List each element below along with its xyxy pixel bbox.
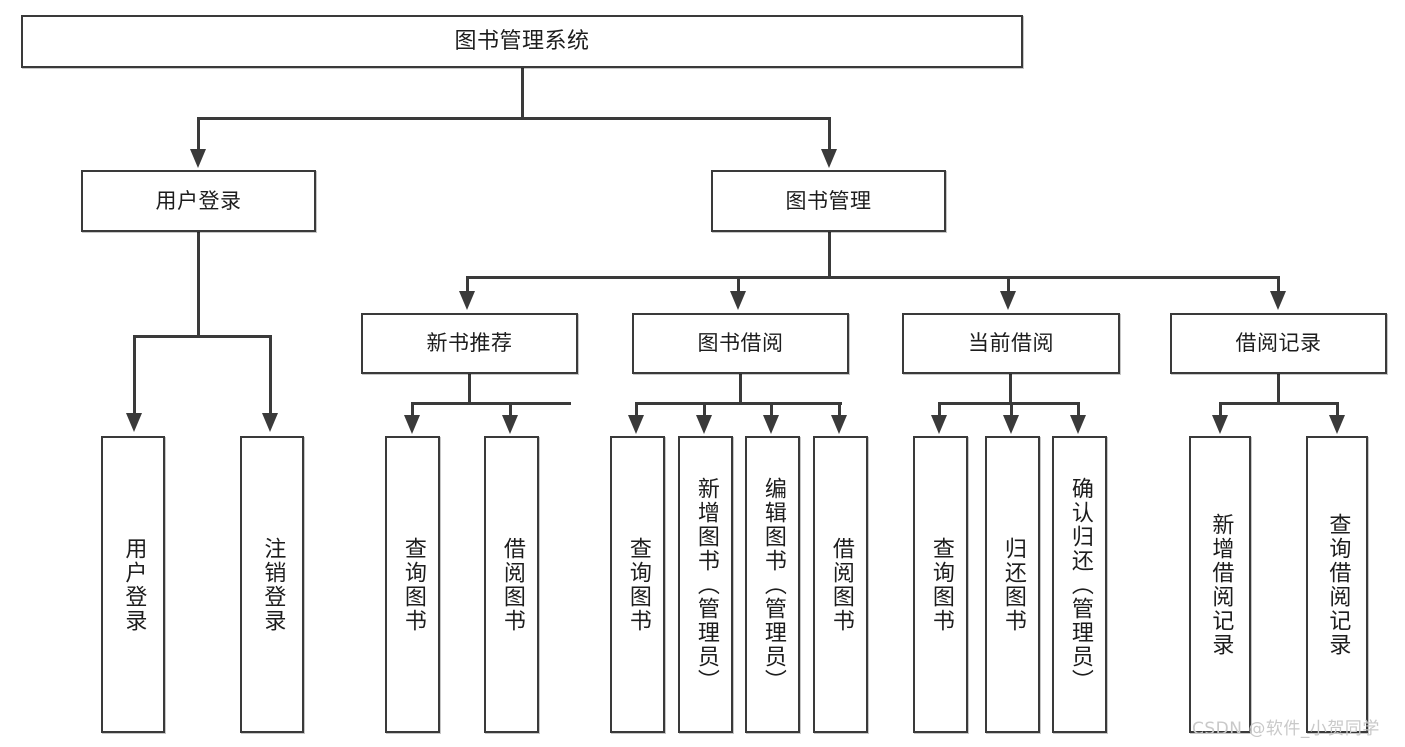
node-borrow-record[interactable]: 借阅记录 [1170,313,1387,374]
connector-book-borrow-stem [739,374,742,404]
arrow-current-borrow-child-3 [1070,415,1086,434]
connector-borrow-record-stem [1277,374,1280,404]
connector-book-manage-bar [466,276,1280,279]
node-book-manage[interactable]: 图书管理 [711,170,946,232]
connector-user-login-child-1 [133,335,136,415]
connector-root-stem [521,68,524,117]
arrow-book-borrow-child-1 [628,415,644,434]
connector-book-manage-stem [828,232,831,278]
node-label: 确认归还（管理员） [1067,476,1093,693]
arrow-borrow-record-child-2 [1329,415,1345,434]
node-label: 归还图书 [1000,536,1026,633]
node-label: 编辑图书（管理员） [760,476,786,693]
arrow-new-book-child-2 [502,415,518,434]
connector-book-manage-child-4 [1277,276,1280,293]
arrow-book-manage-child-4 [1270,291,1286,310]
connector-current-borrow-child-1 [938,402,941,417]
connector-root-to-user-login [197,117,200,151]
node-user-login[interactable]: 用户登录 [81,170,316,232]
arrow-book-borrow-child-3 [763,415,779,434]
arrow-new-book-child-1 [404,415,420,434]
connector-book-borrow-child-2 [703,402,706,417]
connector-book-borrow-bar [635,402,842,405]
arrow-user-login-child-2 [262,413,278,432]
node-label: 查询图书 [625,536,651,633]
node-label: 查询借阅记录 [1325,512,1351,657]
csdn-watermark: CSDN @软件_小贺同学 [1192,719,1380,739]
node-leaf-confirm-return[interactable]: 确认归还（管理员） [1052,436,1107,733]
node-leaf-query-book-1[interactable]: 查询图书 [385,436,440,733]
node-root-system[interactable]: 图书管理系统 [21,15,1023,68]
node-label: 注销登录 [260,536,286,633]
arrow-root-to-book-manage [821,149,837,168]
arrow-current-borrow-child-2 [1003,415,1019,434]
node-leaf-add-book-admin[interactable]: 新增图书（管理员） [678,436,733,733]
node-leaf-edit-book-admin[interactable]: 编辑图书（管理员） [745,436,800,733]
node-leaf-borrow-book-1[interactable]: 借阅图书 [484,436,539,733]
connector-book-borrow-child-4 [838,402,841,417]
node-book-borrow[interactable]: 图书借阅 [632,313,849,374]
connector-book-manage-child-2 [737,276,740,293]
connector-new-book-child-1 [411,402,414,417]
node-leaf-return-book[interactable]: 归还图书 [985,436,1040,733]
arrow-book-manage-child-1 [459,291,475,310]
connector-book-manage-child-3 [1007,276,1010,293]
connector-new-book-stem [468,374,471,404]
arrow-book-manage-child-2 [730,291,746,310]
connector-current-borrow-child-2 [1010,402,1013,417]
connector-user-login-stem [197,232,200,335]
arrow-book-borrow-child-4 [831,415,847,434]
connector-book-borrow-child-1 [635,402,638,417]
node-label: 新增图书（管理员） [693,476,719,693]
node-label: 当前借阅 [968,331,1054,356]
node-leaf-query-record[interactable]: 查询借阅记录 [1306,436,1368,733]
node-label: 借阅图书 [499,536,525,633]
connector-new-book-child-2 [509,402,512,417]
node-leaf-user-logout[interactable]: 注销登录 [240,436,304,733]
connector-new-book-bar [411,402,571,405]
node-label: 借阅图书 [828,536,854,633]
node-label: 新增借阅记录 [1208,512,1234,657]
connector-current-borrow-bar [938,402,1080,405]
arrow-root-to-user-login [190,149,206,168]
connector-user-login-bar [133,335,272,338]
arrow-borrow-record-child-1 [1212,415,1228,434]
node-label: 新书推荐 [426,331,513,356]
arrow-book-borrow-child-2 [696,415,712,434]
node-label: 查询图书 [400,536,426,633]
node-leaf-user-login[interactable]: 用户登录 [101,436,165,733]
connector-current-borrow-child-3 [1077,402,1080,417]
node-label: 用户登录 [121,536,147,633]
node-label: 图书管理系统 [454,28,590,54]
node-label: 图书借阅 [697,331,784,356]
node-label: 查询图书 [928,536,954,633]
connector-current-borrow-stem [1009,374,1012,404]
connector-book-manage-child-1 [466,276,469,293]
node-label: 借阅记录 [1235,331,1322,356]
connector-book-borrow-child-3 [770,402,773,417]
arrow-book-manage-child-3 [1000,291,1016,310]
node-leaf-add-record[interactable]: 新增借阅记录 [1189,436,1251,733]
connector-borrow-record-child-2 [1336,402,1339,417]
arrow-user-login-child-1 [126,413,142,432]
node-label: 用户登录 [155,188,242,213]
connector-borrow-record-child-1 [1219,402,1222,417]
node-new-book-recommend[interactable]: 新书推荐 [361,313,578,374]
node-leaf-borrow-book-2[interactable]: 借阅图书 [813,436,868,733]
arrow-current-borrow-child-1 [931,415,947,434]
connector-root-bar [197,117,831,120]
connector-user-login-child-2 [269,335,272,415]
node-leaf-query-book-3[interactable]: 查询图书 [913,436,968,733]
connector-root-to-book-manage [828,117,831,151]
node-current-borrow[interactable]: 当前借阅 [902,313,1120,374]
node-label: 图书管理 [785,188,872,213]
connector-borrow-record-bar [1219,402,1338,405]
node-leaf-query-book-2[interactable]: 查询图书 [610,436,665,733]
